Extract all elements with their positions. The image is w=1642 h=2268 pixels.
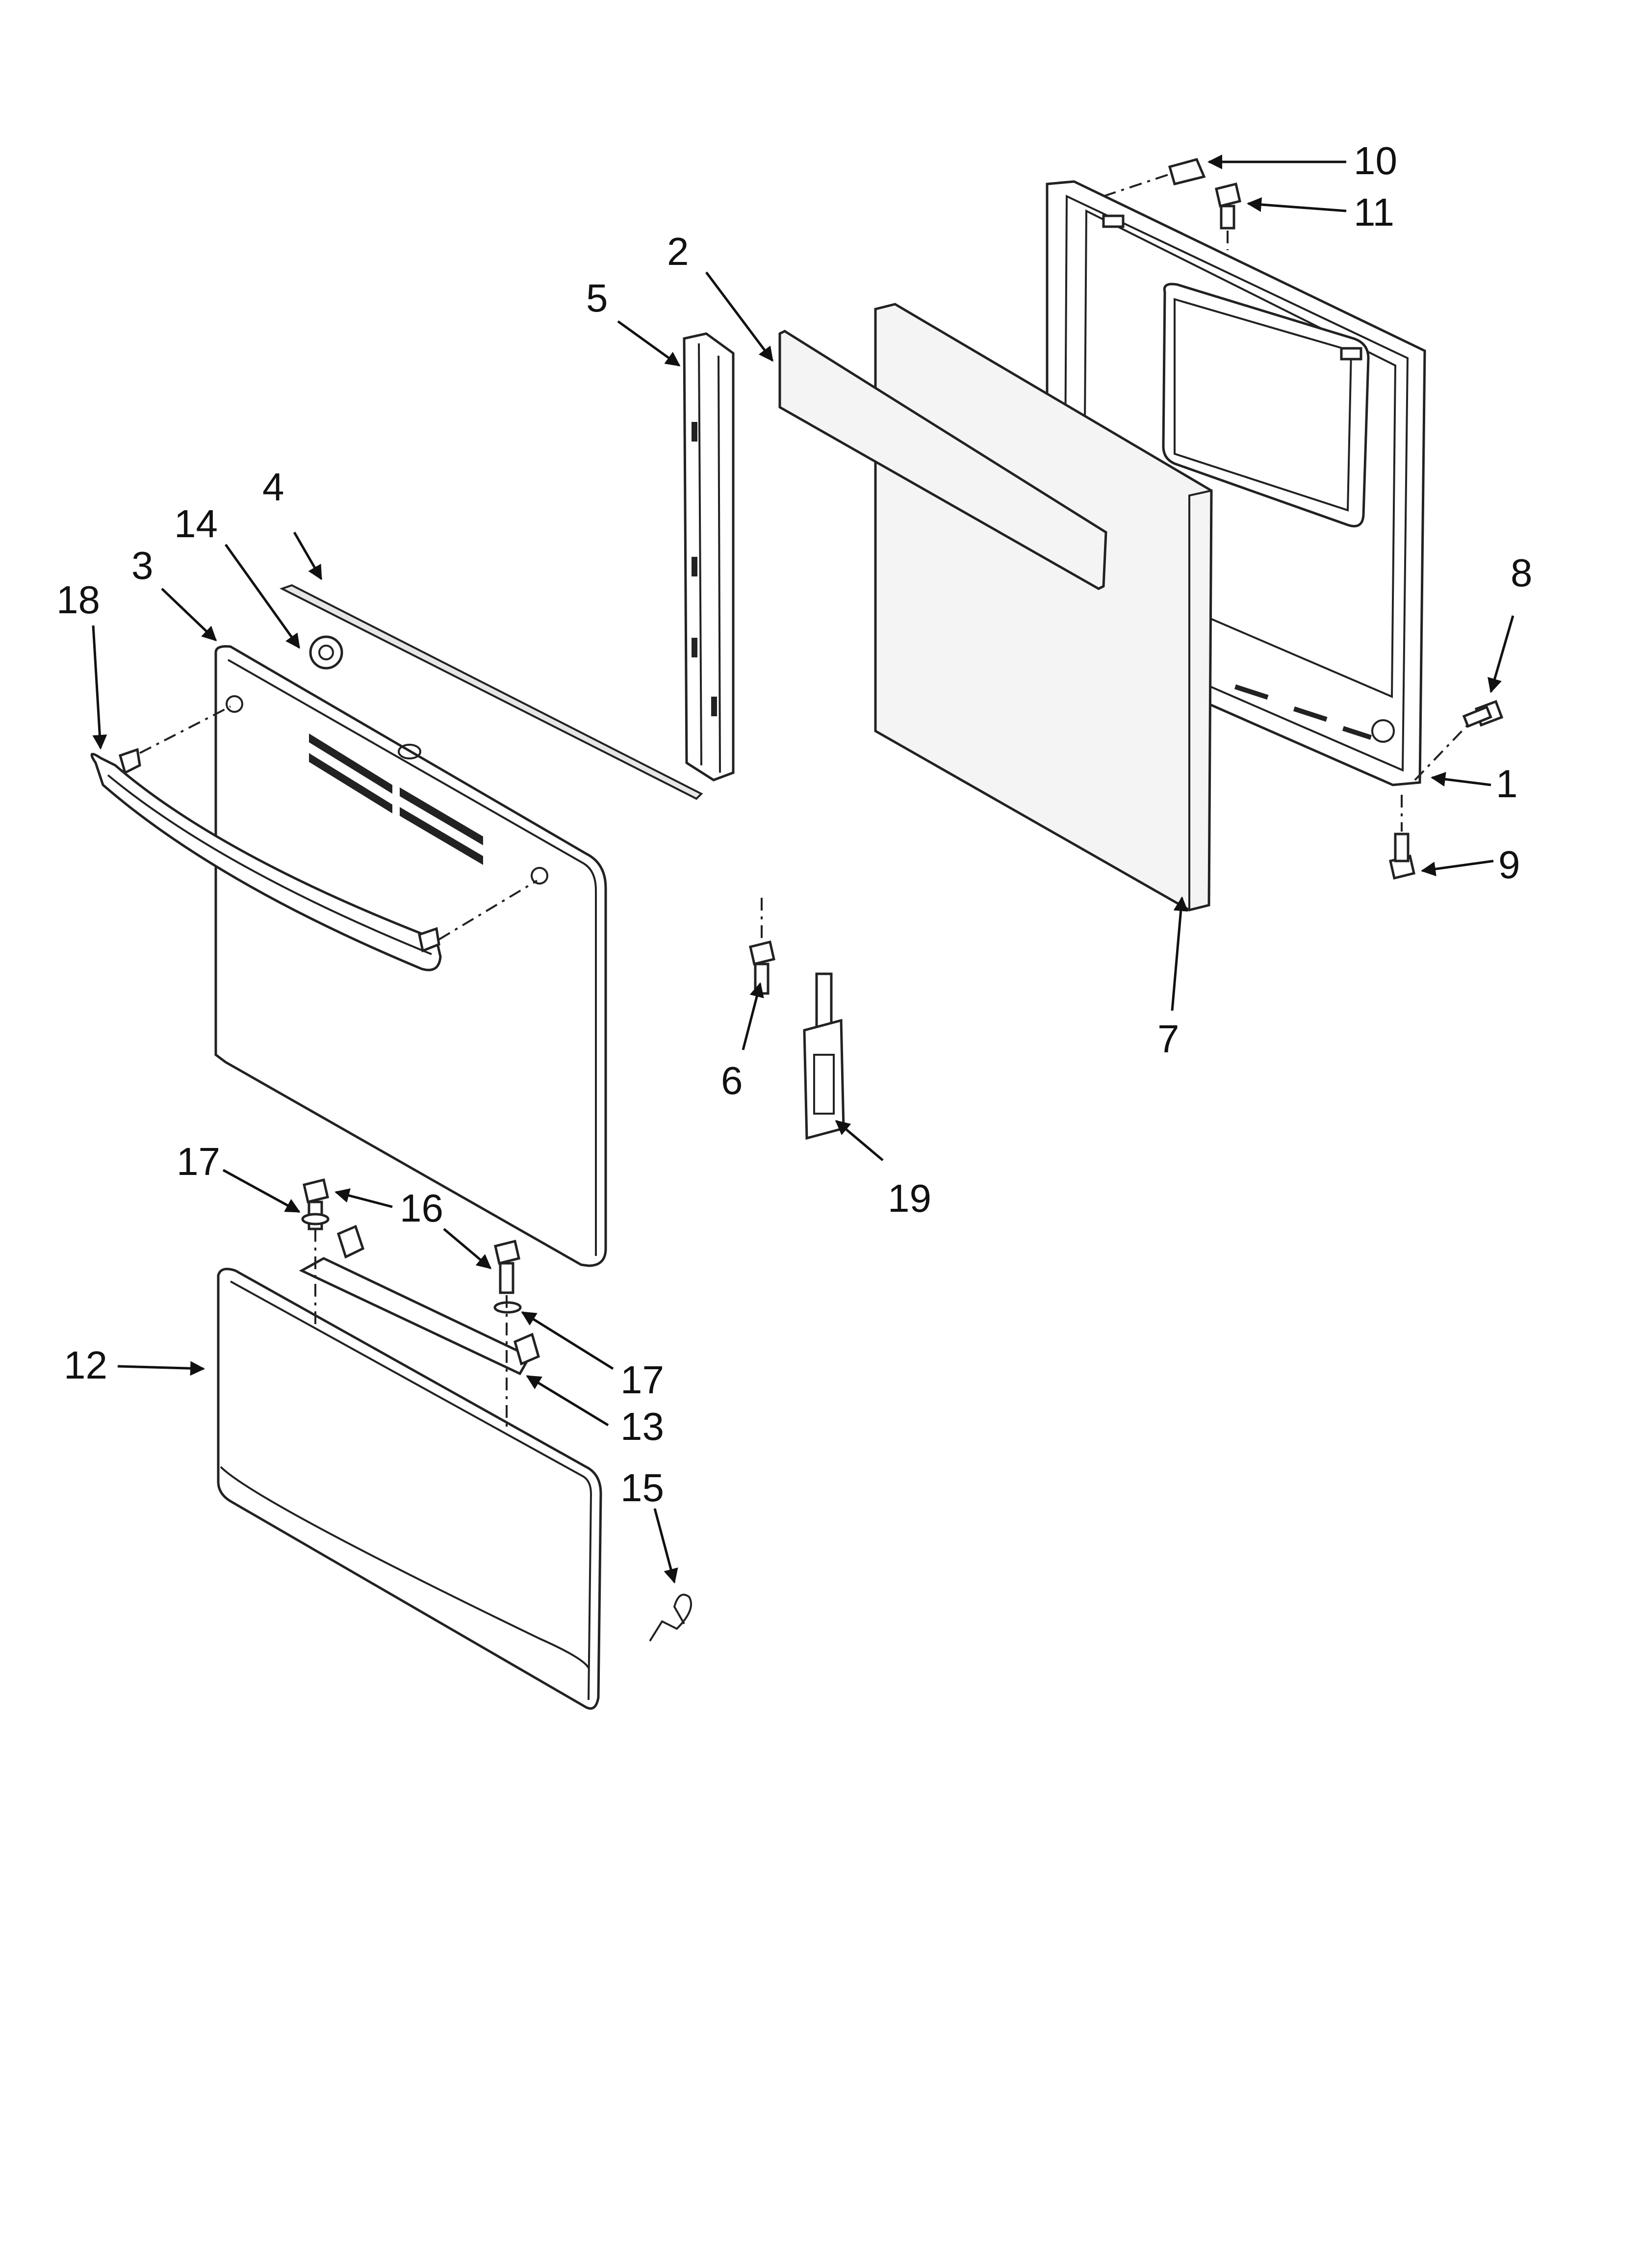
callout-18: 18 (56, 578, 100, 622)
callout-14: 14 (174, 502, 218, 546)
callout-11: 11 (1354, 190, 1394, 234)
side-channel-bracket (683, 332, 735, 782)
door-handle (90, 748, 442, 971)
assembly-guide-lines (139, 173, 1472, 1433)
callout-12: 12 (64, 1343, 107, 1387)
callout-10: 10 (1354, 139, 1397, 182)
callout-6: 6 (721, 1059, 743, 1102)
screw-part-10 (1168, 158, 1206, 186)
callout-labels: 1 2 3 4 5 6 7 8 9 10 11 12 13 14 15 16 1… (56, 139, 1533, 1510)
callout-7: 7 (1157, 1017, 1180, 1061)
door-latch (803, 972, 845, 1140)
washer-part-17-left (301, 1213, 330, 1225)
screw-part-6 (749, 940, 775, 995)
screw-part-8 (1462, 700, 1504, 728)
callout-5: 5 (586, 276, 608, 320)
screw-part-9 (1389, 833, 1415, 880)
callout-17-upper: 17 (177, 1140, 220, 1183)
insulation-strip (778, 330, 1107, 590)
callout-8: 8 (1511, 551, 1533, 595)
grommet (309, 635, 343, 670)
spring-clip (649, 1593, 692, 1642)
screw-part-11 (1215, 182, 1241, 230)
callout-9: 9 (1498, 843, 1520, 886)
leader-arrows (92, 155, 1514, 1584)
callout-19: 19 (888, 1176, 931, 1220)
callout-4: 4 (262, 465, 284, 509)
callout-2: 2 (667, 230, 689, 273)
lower-access-panel (217, 1268, 602, 1710)
callout-17-lower: 17 (620, 1358, 664, 1402)
callout-3: 3 (131, 544, 154, 587)
callout-1: 1 (1496, 762, 1518, 806)
screw-part-16-right (494, 1239, 520, 1294)
callout-13: 13 (620, 1405, 664, 1448)
callout-16: 16 (400, 1186, 443, 1230)
callout-15: 15 (620, 1466, 664, 1510)
door-gasket-strip (279, 584, 703, 800)
